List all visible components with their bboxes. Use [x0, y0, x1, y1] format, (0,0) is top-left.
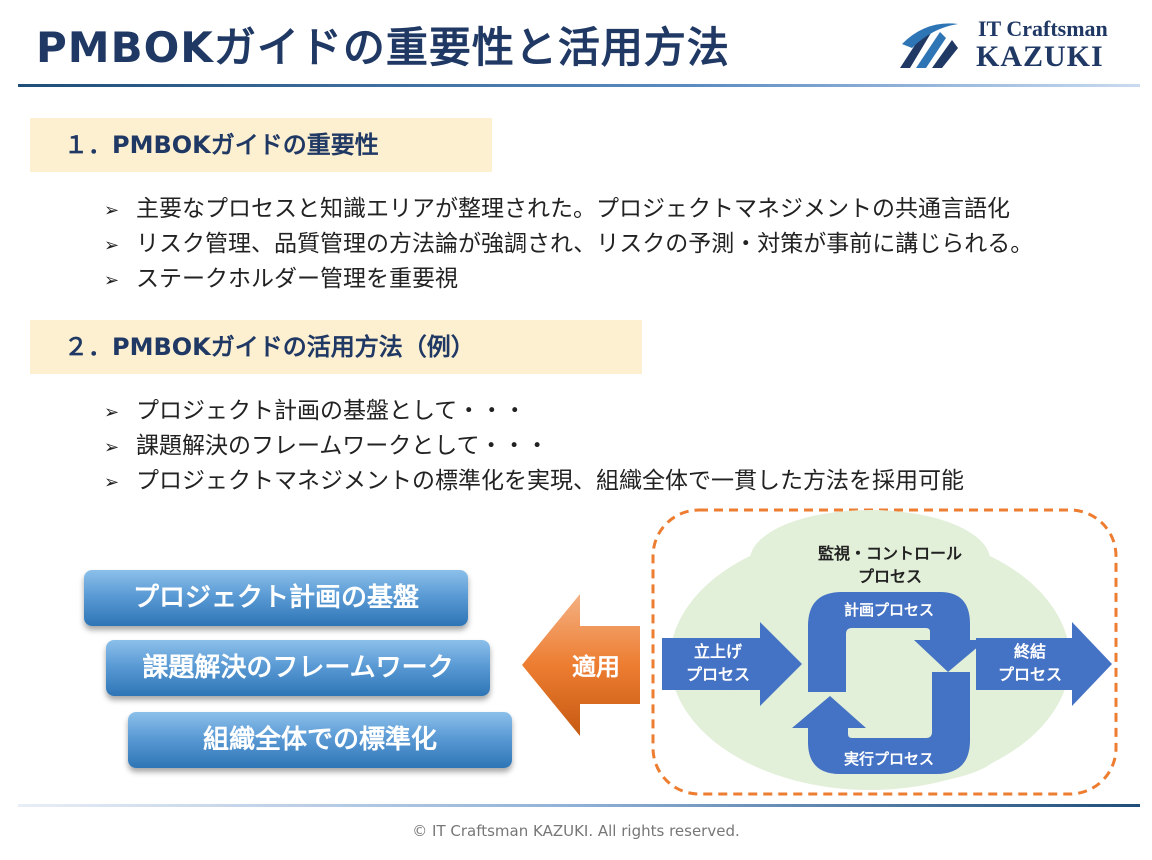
page-title: PMBOKガイドの重要性と活用方法 [36, 23, 730, 72]
start-process-arrow [662, 622, 802, 706]
bullet-arrow-icon: ➢ [104, 235, 120, 256]
logo-mark-icon [900, 23, 958, 68]
header-divider [18, 84, 1140, 87]
monitor-label-line2: プロセス [858, 567, 922, 586]
bullet-text: リスク管理、品質管理の方法論が強調され、リスクの予測・対策が事前に講じられる。 [136, 231, 1034, 257]
pill-project-plan-base: プロジェクト計画の基盤 [84, 570, 468, 626]
bullet-item: ➢ ステークホルダー管理を重要視 [104, 262, 1033, 297]
end-process-arrow [976, 622, 1112, 706]
footer-divider [18, 804, 1140, 807]
bullet-text: プロジェクトマネジメントの標準化を実現、組織全体で一貫した方法を採用可能 [136, 468, 964, 494]
pill-org-standardization: 組織全体での標準化 [128, 712, 512, 768]
bullet-item: ➢ プロジェクト計画の基盤として・・・ [104, 394, 964, 429]
company-logo: IT Craftsman KAZUKI [896, 14, 1126, 74]
section2-bullet-list: ➢ プロジェクト計画の基盤として・・・ ➢ 課題解決のフレームワークとして・・・ ➢… [104, 394, 964, 499]
end-label-line2: プロセス [998, 665, 1062, 684]
copyright-footer: © IT Craftsman KAZUKI. All rights reserv… [412, 822, 740, 840]
bullet-text: 主要なプロセスと知識エリアが整理された。プロジェクトマネジメントの共通言語化 [136, 196, 1010, 222]
apply-label: 適用 [572, 653, 620, 681]
bullet-arrow-icon: ➢ [104, 472, 120, 493]
section1-bullet-list: ➢主要なプロセスと知識エリアが整理された。プロジェクトマネジメントの共通言語化 … [104, 192, 1033, 297]
plan-process-label: 計画プロセス [844, 601, 934, 619]
bullet-item: ➢ 課題解決のフレームワークとして・・・ [104, 429, 964, 464]
bullet-text: プロジェクト計画の基盤として・・・ [136, 398, 527, 424]
bullet-item: ➢ リスク管理、品質管理の方法論が強調され、リスクの予測・対策が事前に講じられる。 [104, 227, 1033, 262]
section1-heading: １．PMBOKガイドの重要性 [30, 118, 492, 172]
plan-process-arrow [808, 592, 986, 692]
monitor-label-line1: 監視・コントロール [818, 544, 962, 563]
start-label-line1: 立上げ [694, 642, 743, 661]
bullet-arrow-icon: ➢ [104, 270, 120, 291]
process-frame [651, 508, 1118, 796]
apply-arrow-icon [522, 594, 640, 736]
end-label-line1: 終結 [1014, 642, 1046, 661]
start-label-line2: プロセス [686, 665, 750, 684]
bullet-arrow-icon: ➢ [104, 200, 120, 221]
exec-process-label: 実行プロセス [844, 750, 934, 768]
bullet-arrow-icon: ➢ [104, 437, 120, 458]
logo-text-line2: KAZUKI [976, 40, 1104, 73]
bullet-item: ➢ プロジェクトマネジメントの標準化を実現、組織全体で一貫した方法を採用可能 [104, 464, 964, 499]
logo-text-line1: IT Craftsman [978, 16, 1108, 41]
bullet-item: ➢ 主要なプロセスと知識エリアが整理された。プロジェクトマネジメントの共通言語化 [104, 192, 1033, 227]
bullet-text: ステークホルダー管理を重要視 [136, 266, 458, 292]
bullet-arrow-icon: ➢ [104, 402, 120, 423]
section2-heading: ２．PMBOKガイドの活用方法（例） [30, 320, 642, 374]
pill-problem-solving-framework: 課題解決のフレームワーク [106, 640, 490, 696]
exec-process-arrow [792, 672, 970, 774]
bullet-text: 課題解決のフレームワークとして・・・ [136, 433, 549, 459]
